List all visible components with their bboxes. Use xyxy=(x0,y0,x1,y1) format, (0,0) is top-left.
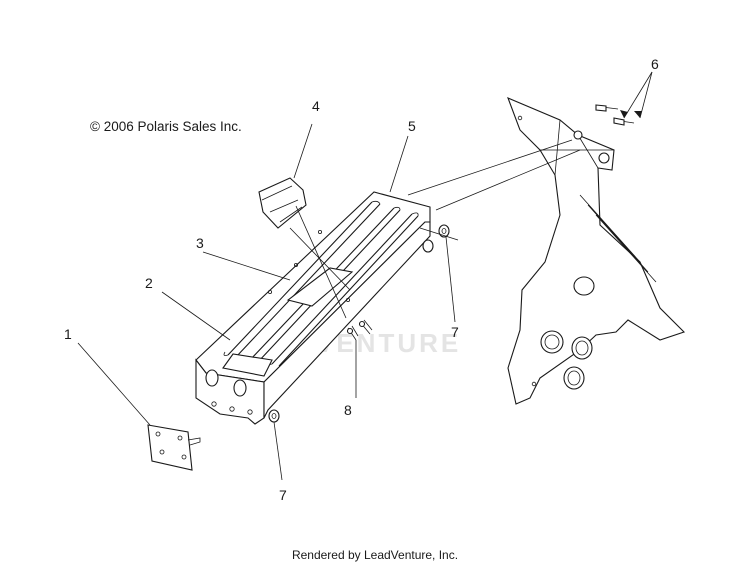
push-nuts xyxy=(268,224,450,423)
callout-3: 3 xyxy=(196,235,204,251)
callout-4: 4 xyxy=(312,98,320,114)
arrowhead xyxy=(620,110,628,118)
footer-credit: Rendered by LeadVenture, Inc. xyxy=(291,548,459,562)
tape-pad xyxy=(258,177,307,229)
copyright-text: © 2006 Polaris Sales Inc. xyxy=(90,119,242,134)
frame-section xyxy=(507,96,686,405)
callout-1: 1 xyxy=(64,326,72,342)
bracket xyxy=(147,424,201,471)
rivets xyxy=(346,319,373,341)
decal-2 xyxy=(222,353,273,377)
arrowhead xyxy=(634,111,642,118)
callout-8: 8 xyxy=(344,402,352,418)
callout-2: 2 xyxy=(145,275,153,291)
callout-7-bottom: 7 xyxy=(279,487,287,503)
callout-6: 6 xyxy=(651,56,659,72)
callout-5: 5 xyxy=(408,118,416,134)
mounting-bolts xyxy=(595,104,635,126)
skid-plate-tunnel xyxy=(195,191,431,425)
leader-lines xyxy=(77,71,653,481)
decal-3 xyxy=(286,267,354,307)
callout-7-right: 7 xyxy=(451,324,459,340)
